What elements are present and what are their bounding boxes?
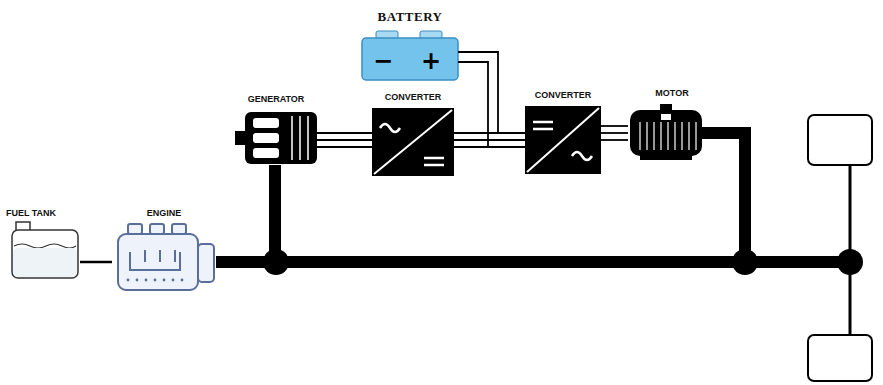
connector-line	[317, 139, 372, 141]
generator-icon	[235, 112, 317, 164]
connector-line	[317, 146, 372, 148]
battery-icon	[362, 31, 458, 80]
component-label: CONVERTER	[535, 91, 592, 101]
connector-line	[601, 139, 628, 141]
electric-wire	[454, 133, 525, 147]
converter-node: CONVERTER	[372, 108, 454, 176]
terminal-sign: −	[373, 48, 393, 74]
motor-node: MOTOR	[628, 104, 716, 160]
drive-shaft	[745, 256, 850, 268]
mechanical-shaft	[216, 165, 275, 262]
terminal-sign: +	[421, 48, 441, 74]
wheel	[808, 335, 872, 381]
electric-wire	[458, 52, 525, 147]
wheel	[808, 115, 872, 165]
engine-icon	[118, 224, 214, 290]
motor-icon	[630, 104, 716, 160]
engine-dots	[127, 279, 184, 282]
converter-icon	[372, 108, 454, 176]
component-label: GENERATOR	[248, 95, 305, 105]
connector-line	[216, 133, 745, 262]
fuel-tank-icon	[12, 222, 78, 278]
component-label: BATTERY	[378, 10, 443, 24]
converter-node: CONVERTER	[525, 106, 601, 174]
component-label: ENGINE	[147, 209, 182, 219]
generator-node: GENERATOR	[235, 110, 317, 165]
connector-line	[454, 139, 525, 141]
converter-icon	[525, 106, 601, 174]
engine-node: ENGINE	[112, 222, 216, 292]
electric-wire	[80, 262, 112, 263]
connector-line	[317, 132, 372, 134]
component-label: CONVERTER	[385, 93, 442, 103]
battery-node: BATTERY−+	[362, 30, 458, 80]
connector-line	[216, 165, 275, 262]
electric-wire	[317, 133, 372, 147]
fuel-tank-node: FUEL TANK	[10, 222, 80, 278]
electric-wire	[601, 126, 628, 140]
connector-line	[80, 261, 112, 264]
mechanical-shaft	[216, 133, 745, 262]
connector-line	[458, 52, 525, 133]
connector-line	[601, 125, 628, 127]
connector-line	[458, 62, 525, 147]
component-label: FUEL TANK	[6, 209, 56, 219]
component-label: MOTOR	[655, 89, 688, 99]
shaft-junction	[837, 249, 863, 275]
connector-line	[601, 132, 628, 134]
